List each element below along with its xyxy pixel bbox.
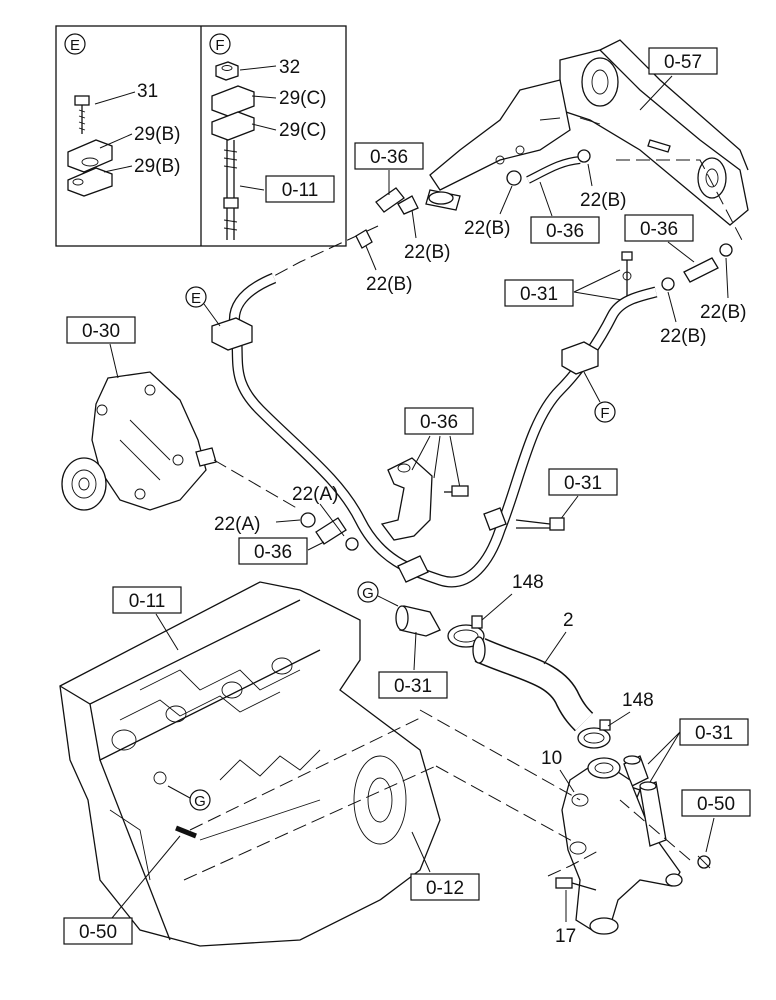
ref-0-50-b: 0-50: [79, 922, 117, 943]
part-29c-upper-label: 29(C): [279, 88, 327, 109]
thermostat-housing-drawing: [561, 757, 683, 935]
marker-e: E: [191, 290, 201, 307]
marker-f: F: [600, 405, 609, 422]
hose-0-36-top-left: [355, 187, 419, 249]
part-148-label-1: 148: [512, 572, 544, 593]
part-29c-lower-label: 29(C): [279, 120, 327, 141]
ref-0-57: 0-57: [664, 52, 702, 73]
ref-0-36-b: 0-36: [546, 221, 584, 242]
detail-marker-f: [209, 33, 231, 55]
ref-0-36-d: 0-36: [420, 412, 458, 433]
part-22b-label-4: 22(B): [580, 190, 626, 211]
part-22a-label-2: 22(A): [214, 514, 260, 535]
ref-0-12: 0-12: [426, 878, 464, 899]
marker-f-circle: [594, 401, 616, 423]
part-32-label: 32: [279, 57, 300, 78]
clamp-148-bottom-drawing: [577, 719, 611, 749]
marker-g-block-circle: [189, 789, 211, 811]
inset-detail-panel: E 31 29(B) 29(B): [55, 25, 347, 247]
ref-0-36-e: 0-36: [254, 542, 292, 563]
hose-0-36-top-right: [661, 243, 733, 291]
part-148-label-2: 148: [622, 690, 654, 711]
marker-e-circle: [185, 286, 207, 308]
marker-g-top-circle: [357, 581, 379, 603]
inset-f: F 32 29(C): [209, 33, 335, 240]
detail-marker-e: [64, 33, 86, 55]
stud-0-11-drawing: [223, 140, 239, 240]
ref-0-50-a: 0-50: [697, 794, 735, 815]
ref-0-11-inset-label: 0-11: [282, 180, 319, 201]
hose-0-36-top-mid: [506, 149, 591, 186]
clamp-29c-drawing: [211, 85, 255, 141]
detail-marker-f-label: F: [215, 37, 224, 54]
part-17-label: 17: [555, 926, 576, 947]
part-10-label: 10: [541, 748, 562, 769]
bolt-17-drawing: [555, 877, 597, 891]
hose-0-36-lower: [300, 512, 359, 551]
part-22b-label-2: 22(B): [366, 274, 412, 295]
ref-0-31-c: 0-31: [394, 676, 432, 697]
ref-0-31-a: 0-31: [520, 284, 558, 305]
part-22b-label-1: 22(B): [404, 242, 450, 263]
pipe-0-31-right-lower: [623, 755, 649, 801]
ref-0-36-c: 0-36: [640, 219, 678, 240]
part-22b-label-5: 22(B): [700, 302, 746, 323]
ref-0-30: 0-30: [82, 321, 120, 342]
part-29b-lower-label: 29(B): [134, 156, 180, 177]
part-31-label: 31: [137, 81, 158, 102]
part-22a-label-1: 22(A): [292, 484, 338, 505]
bolt-bracket-drawing: [444, 485, 469, 497]
egr-cooler-drawing: [425, 39, 749, 226]
ref-0-36-a: 0-36: [370, 147, 408, 168]
detail-marker-e-label: E: [70, 37, 80, 54]
part-29b-upper-label: 29(B): [134, 124, 180, 145]
inset-e: E 31 29(B) 29(B): [64, 33, 180, 197]
bolt-0-31-right: [515, 517, 565, 531]
part-22b-label-3: 22(B): [464, 218, 510, 239]
water-pipe-assembly: [211, 272, 658, 588]
water-pump-drawing: [61, 371, 217, 511]
engine-block-drawing: [59, 581, 441, 947]
ref-0-11-block: 0-11: [129, 591, 166, 612]
nut-32-drawing: [215, 61, 239, 81]
bolt-31-drawing: [74, 95, 90, 134]
marker-g-block: G: [194, 793, 206, 810]
ref-0-31-b: 0-31: [564, 473, 602, 494]
hose-2-drawing: [472, 636, 594, 732]
plug-0-50-drawing: [697, 855, 711, 869]
ref-box-0-57: [648, 47, 718, 75]
stud-0-50-block-drawing: [175, 825, 197, 839]
marker-g-top: G: [362, 585, 374, 602]
part-2-label: 2: [563, 610, 574, 631]
bolt-0-31-top: [621, 251, 633, 296]
ref-0-31-d: 0-31: [695, 723, 733, 744]
part-22b-label-6: 22(B): [660, 326, 706, 347]
pipe-0-31-lower: [395, 605, 441, 637]
